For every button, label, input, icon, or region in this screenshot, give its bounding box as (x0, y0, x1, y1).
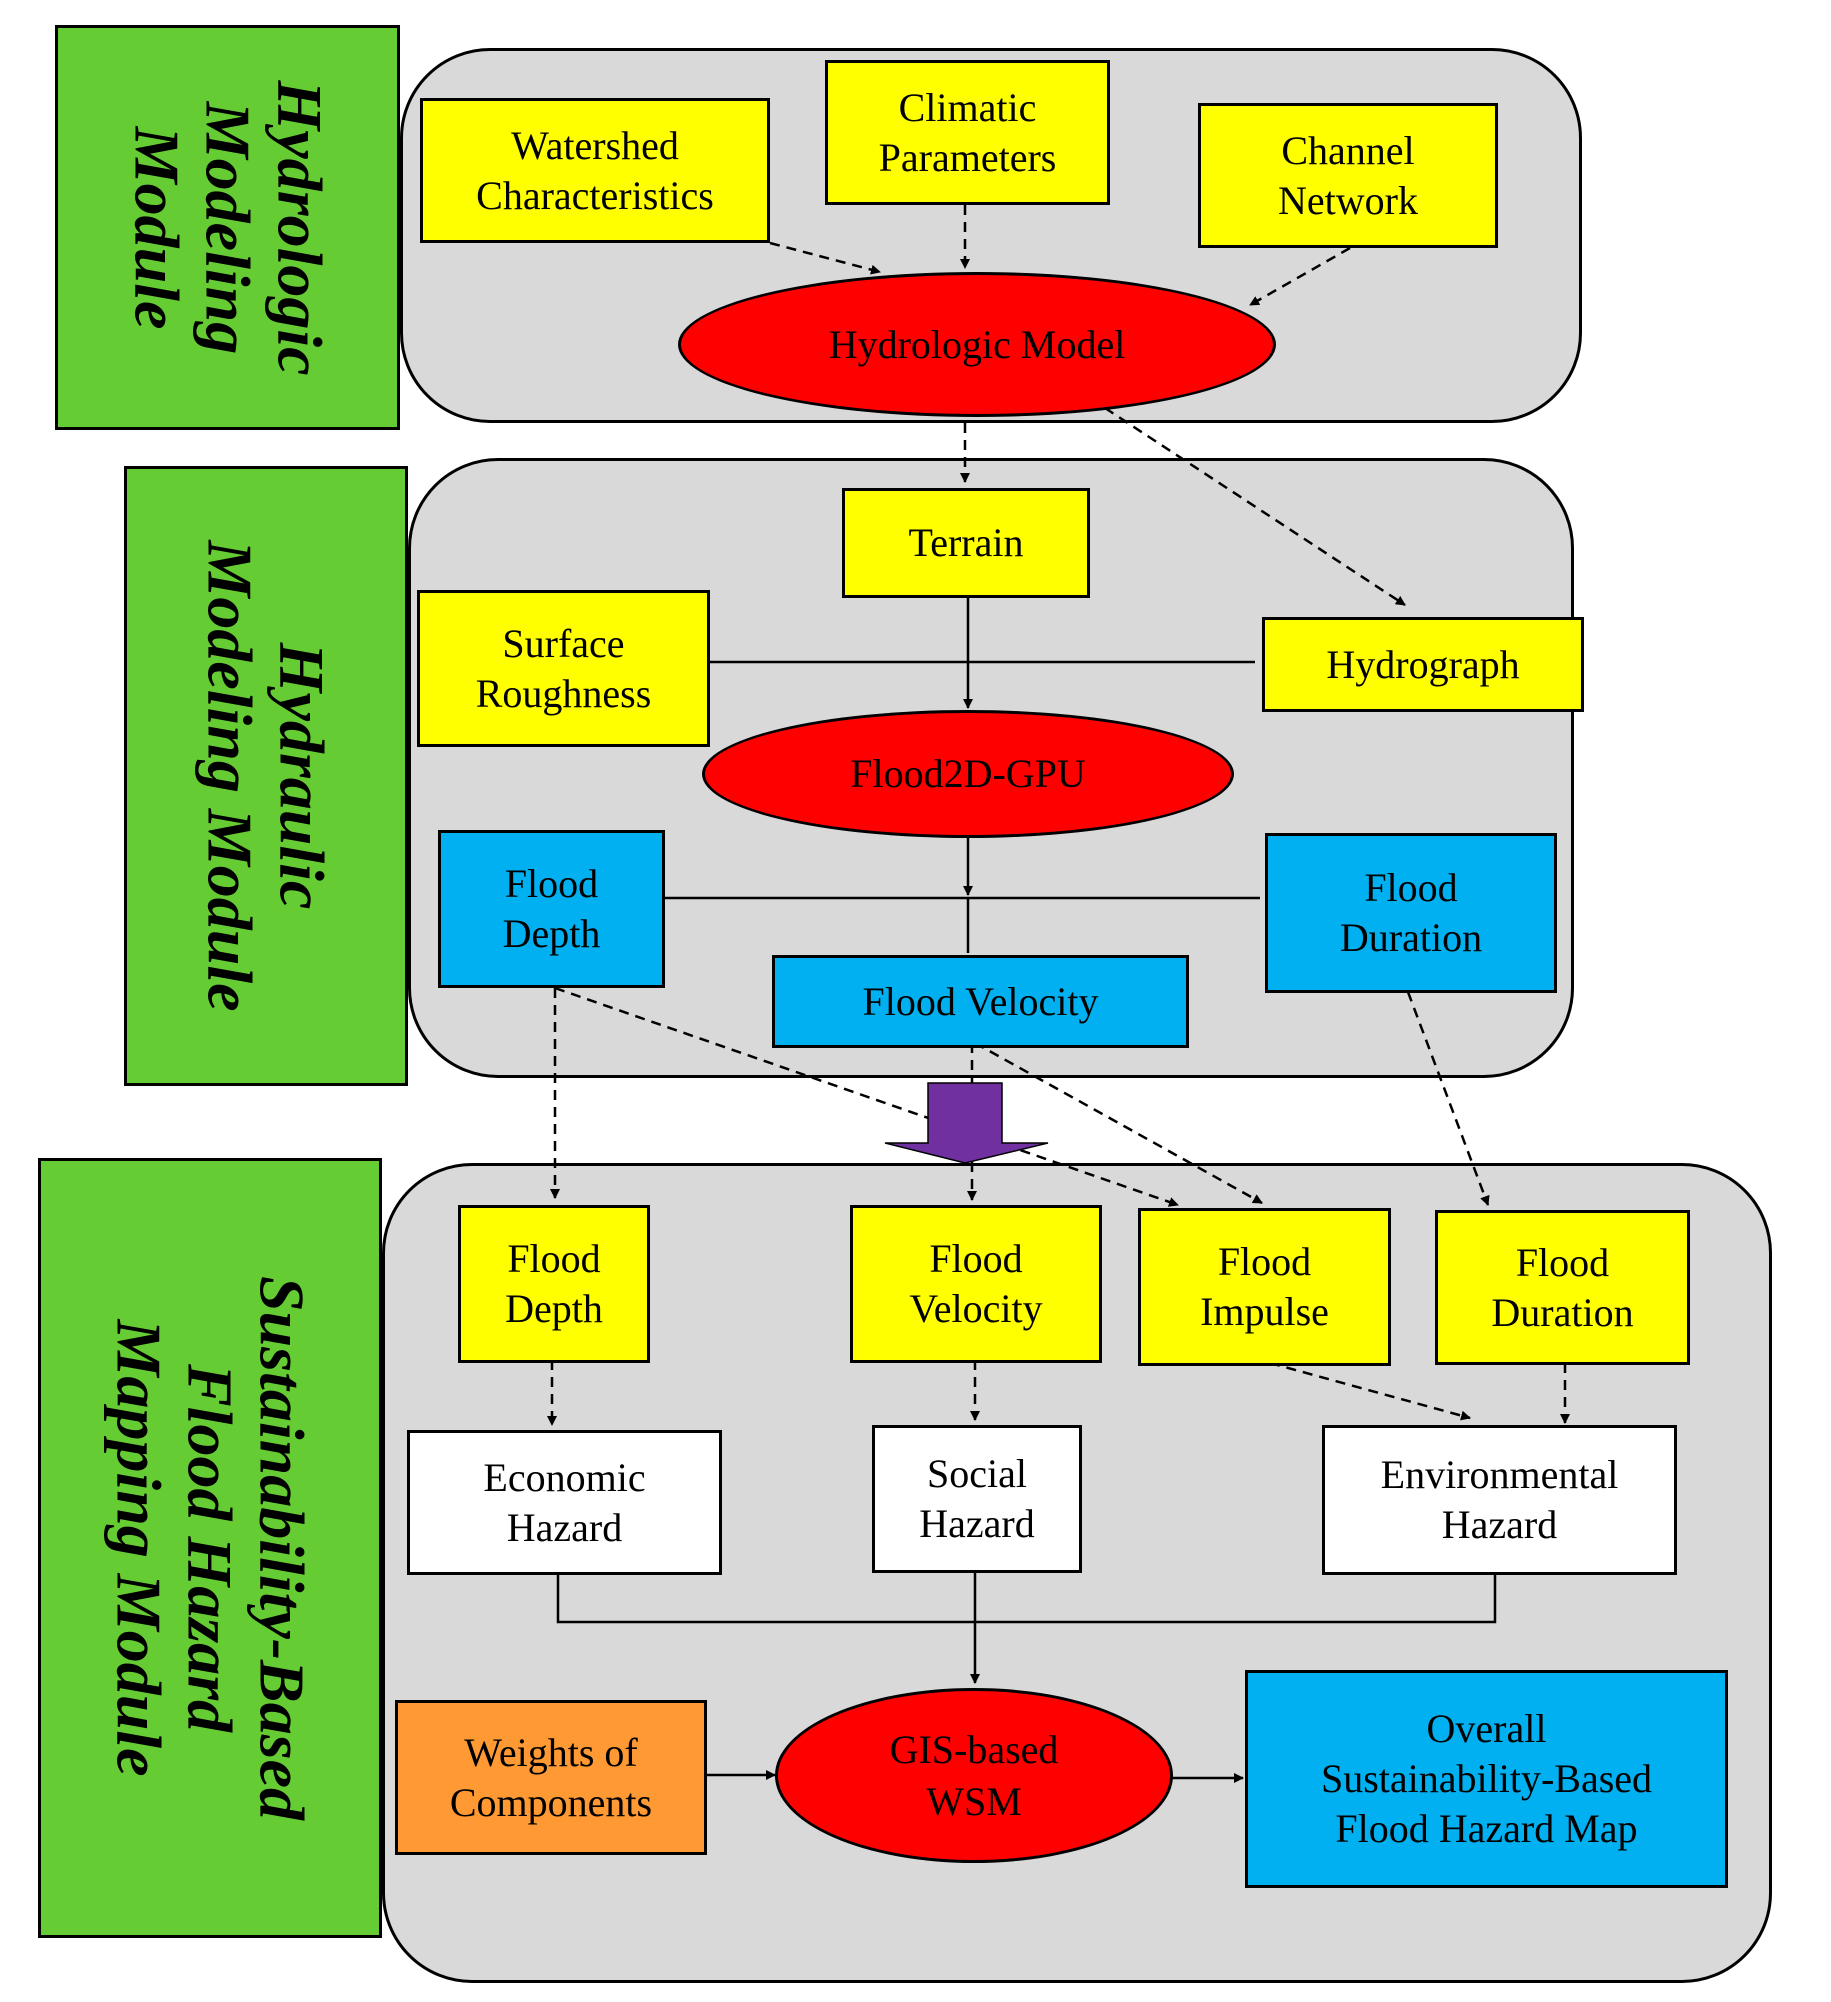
surface-roughness-box: Surface Roughness (417, 590, 710, 747)
hydrologic-module-label: Hydrologic Modeling Module (55, 25, 400, 430)
mapping-flood-duration-box: Flood Duration (1435, 1210, 1690, 1365)
flood2d-gpu-ellipse: Flood2D-GPU (702, 710, 1234, 838)
arrow-duration-to-duration (1406, 991, 1490, 1206)
hydraulic-flood-depth-box: Flood Depth (438, 830, 665, 988)
arrow-watershed-to-model (769, 241, 881, 275)
weights-of-components-box: Weights of Components (395, 1700, 707, 1855)
mapping-flood-impulse-box: Flood Impulse (1138, 1208, 1391, 1366)
watershed-characteristics-box: Watershed Characteristics (420, 98, 770, 243)
arrow-depth-to-impulse (554, 986, 1179, 1207)
mapping-flood-velocity-box: Flood Velocity (850, 1205, 1102, 1363)
arrow-model-to-hydrograph (1104, 406, 1406, 607)
social-hazard-box: Social Hazard (872, 1425, 1082, 1573)
hydraulic-flood-duration-box: Flood Duration (1265, 833, 1557, 993)
hydrologic-model-ellipse: Hydrologic Model (678, 272, 1276, 417)
arrow-impulse-to-environmental (1269, 1361, 1471, 1421)
transfer-arrow (884, 1082, 1049, 1164)
arrow-channel-to-model (1249, 246, 1351, 307)
economic-hazard-box: Economic Hazard (407, 1430, 722, 1575)
environmental-hazard-box: Environmental Hazard (1322, 1425, 1677, 1575)
mapping-flood-depth-box: Flood Depth (458, 1205, 650, 1363)
hydraulic-flood-velocity-box: Flood Velocity (772, 955, 1189, 1048)
hydraulic-module-label: Hydraulic Modeling Module (124, 466, 408, 1086)
overall-hazard-map-box: Overall Sustainability-Based Flood Hazar… (1245, 1670, 1728, 1888)
mapping-module-label: Sustainability-Based Flood Hazard Mappin… (38, 1158, 382, 1938)
climatic-parameters-box: Climatic Parameters (825, 60, 1110, 205)
arrow-velocity-to-impulse (974, 1041, 1263, 1205)
line-hazards-merge (556, 1572, 1497, 1624)
terrain-box: Terrain (842, 488, 1090, 598)
gis-based-wsm-ellipse: GIS-based WSM (775, 1688, 1173, 1863)
channel-network-box: Channel Network (1198, 103, 1498, 248)
hydrograph-box: Hydrograph (1262, 617, 1584, 712)
